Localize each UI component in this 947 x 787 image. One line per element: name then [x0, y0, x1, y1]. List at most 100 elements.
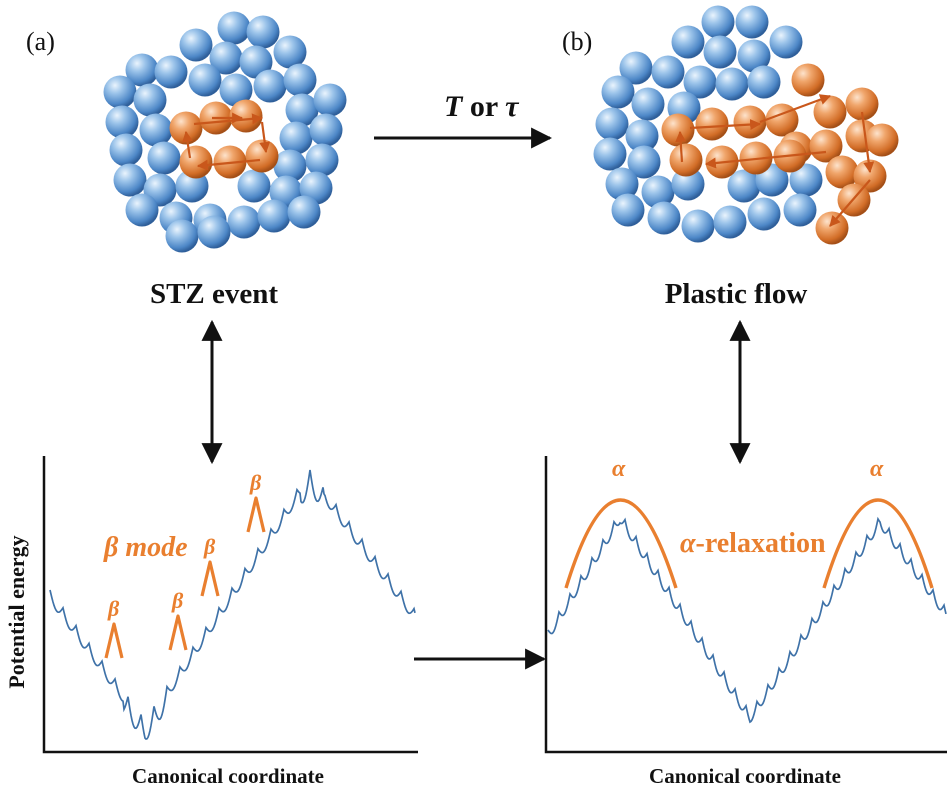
blue-atom [239, 45, 273, 79]
blue-atom [769, 25, 803, 59]
blue-atom [671, 167, 705, 201]
blue-atom [627, 145, 661, 179]
orange-atom [809, 129, 843, 163]
blue-atom [273, 149, 307, 183]
blue-atom [789, 163, 823, 197]
blue-atom [305, 143, 339, 177]
orange-atom [791, 63, 825, 97]
alpha-arc [822, 498, 934, 589]
blue-atom [105, 105, 139, 139]
plastic-flow-caption: Plastic flow [665, 278, 808, 310]
blue-atom [683, 65, 717, 99]
blue-atom [619, 51, 653, 85]
blue-atom [217, 11, 251, 45]
beta-peak-marker [246, 496, 266, 533]
stz-displacement-arrows [182, 112, 271, 171]
left-energy-landscape-curve [49, 469, 416, 740]
blue-atom [139, 113, 173, 147]
right-plot-axes [544, 456, 947, 754]
displacement-arrow [675, 130, 687, 163]
displacement-arrow [689, 119, 762, 131]
orange-atom [825, 155, 859, 189]
beta-symbol: β [107, 596, 120, 621]
blue-atom [219, 73, 253, 107]
blue-atom [179, 28, 213, 62]
blue-atom [595, 107, 629, 141]
blue-atom [273, 35, 307, 69]
orange-atom [661, 113, 695, 147]
blue-atom [253, 69, 287, 103]
displacement-arrow [259, 121, 271, 154]
beta-symbol: β [171, 588, 184, 613]
blue-atom [651, 55, 685, 89]
blue-atom [188, 63, 222, 97]
blue-atom [257, 199, 291, 233]
beta-symbol: β [203, 534, 216, 559]
orange-atom [229, 99, 263, 133]
blue-atom [313, 83, 347, 117]
blue-atom [285, 93, 319, 127]
orange-atom [815, 211, 849, 245]
panel-b-tag: (b) [562, 27, 592, 56]
stress-symbol: τ [505, 90, 520, 123]
orange-atom [865, 123, 899, 157]
blue-atom [165, 219, 199, 253]
blue-atom [287, 195, 321, 229]
orange-atom [695, 107, 729, 141]
blue-atom [237, 169, 271, 203]
beta-peaks: β β β β [104, 470, 266, 659]
orange-atom [845, 87, 879, 121]
blue-atom [747, 65, 781, 99]
alpha-symbol: α [612, 456, 626, 482]
alpha-relaxation-symbol: α [680, 528, 696, 559]
displacement-arrow [829, 179, 871, 227]
left-x-axis-label: Canonical coordinate [132, 764, 324, 787]
alpha-relaxation-label: α-relaxation [680, 528, 826, 559]
blue-atom [605, 167, 639, 201]
displacement-arrow [759, 94, 832, 124]
transition-label: T or τ [444, 90, 520, 123]
beta-peak-marker [200, 560, 220, 597]
orange-atom [669, 143, 703, 177]
blue-atom [715, 67, 749, 101]
temperature-symbol: T [444, 90, 464, 123]
blue-atom [593, 137, 627, 171]
blue-atom [103, 75, 137, 109]
beta-symbol: β [249, 470, 262, 495]
blue-atom [703, 35, 737, 69]
blue-atom [701, 5, 735, 39]
blue-atom [611, 193, 645, 227]
blue-atom [209, 41, 243, 75]
orange-atom [169, 111, 203, 145]
blue-atom [197, 215, 231, 249]
or-connector: or [462, 90, 505, 123]
beta-peak-marker [168, 614, 188, 651]
blue-atom [246, 15, 280, 49]
displacement-arrow [704, 150, 827, 169]
blue-atom [641, 175, 675, 209]
right-energy-landscape-curve [547, 516, 947, 724]
stz-event-caption: STZ event [150, 278, 278, 310]
blue-atom [113, 163, 147, 197]
flow-displacement-arrows [675, 94, 875, 227]
alpha-arc [564, 498, 678, 589]
blue-atom [727, 169, 761, 203]
plastic-flow-atom-cluster [593, 5, 899, 245]
right-x-axis-label: Canonical coordinate [649, 764, 841, 787]
displacement-arrow [193, 113, 264, 126]
orange-atom [179, 145, 213, 179]
blue-atom [154, 55, 188, 89]
blue-atom [601, 75, 635, 109]
blue-atom [735, 5, 769, 39]
beta-peak-marker [104, 622, 124, 659]
beta-mode-label: β mode [103, 532, 188, 563]
blue-atom [783, 193, 817, 227]
blue-atom [713, 205, 747, 239]
blue-atom [227, 205, 261, 239]
panel-a-tag: (a) [26, 27, 55, 56]
displacement-arrow [196, 158, 261, 171]
displacement-arrow [860, 111, 875, 174]
